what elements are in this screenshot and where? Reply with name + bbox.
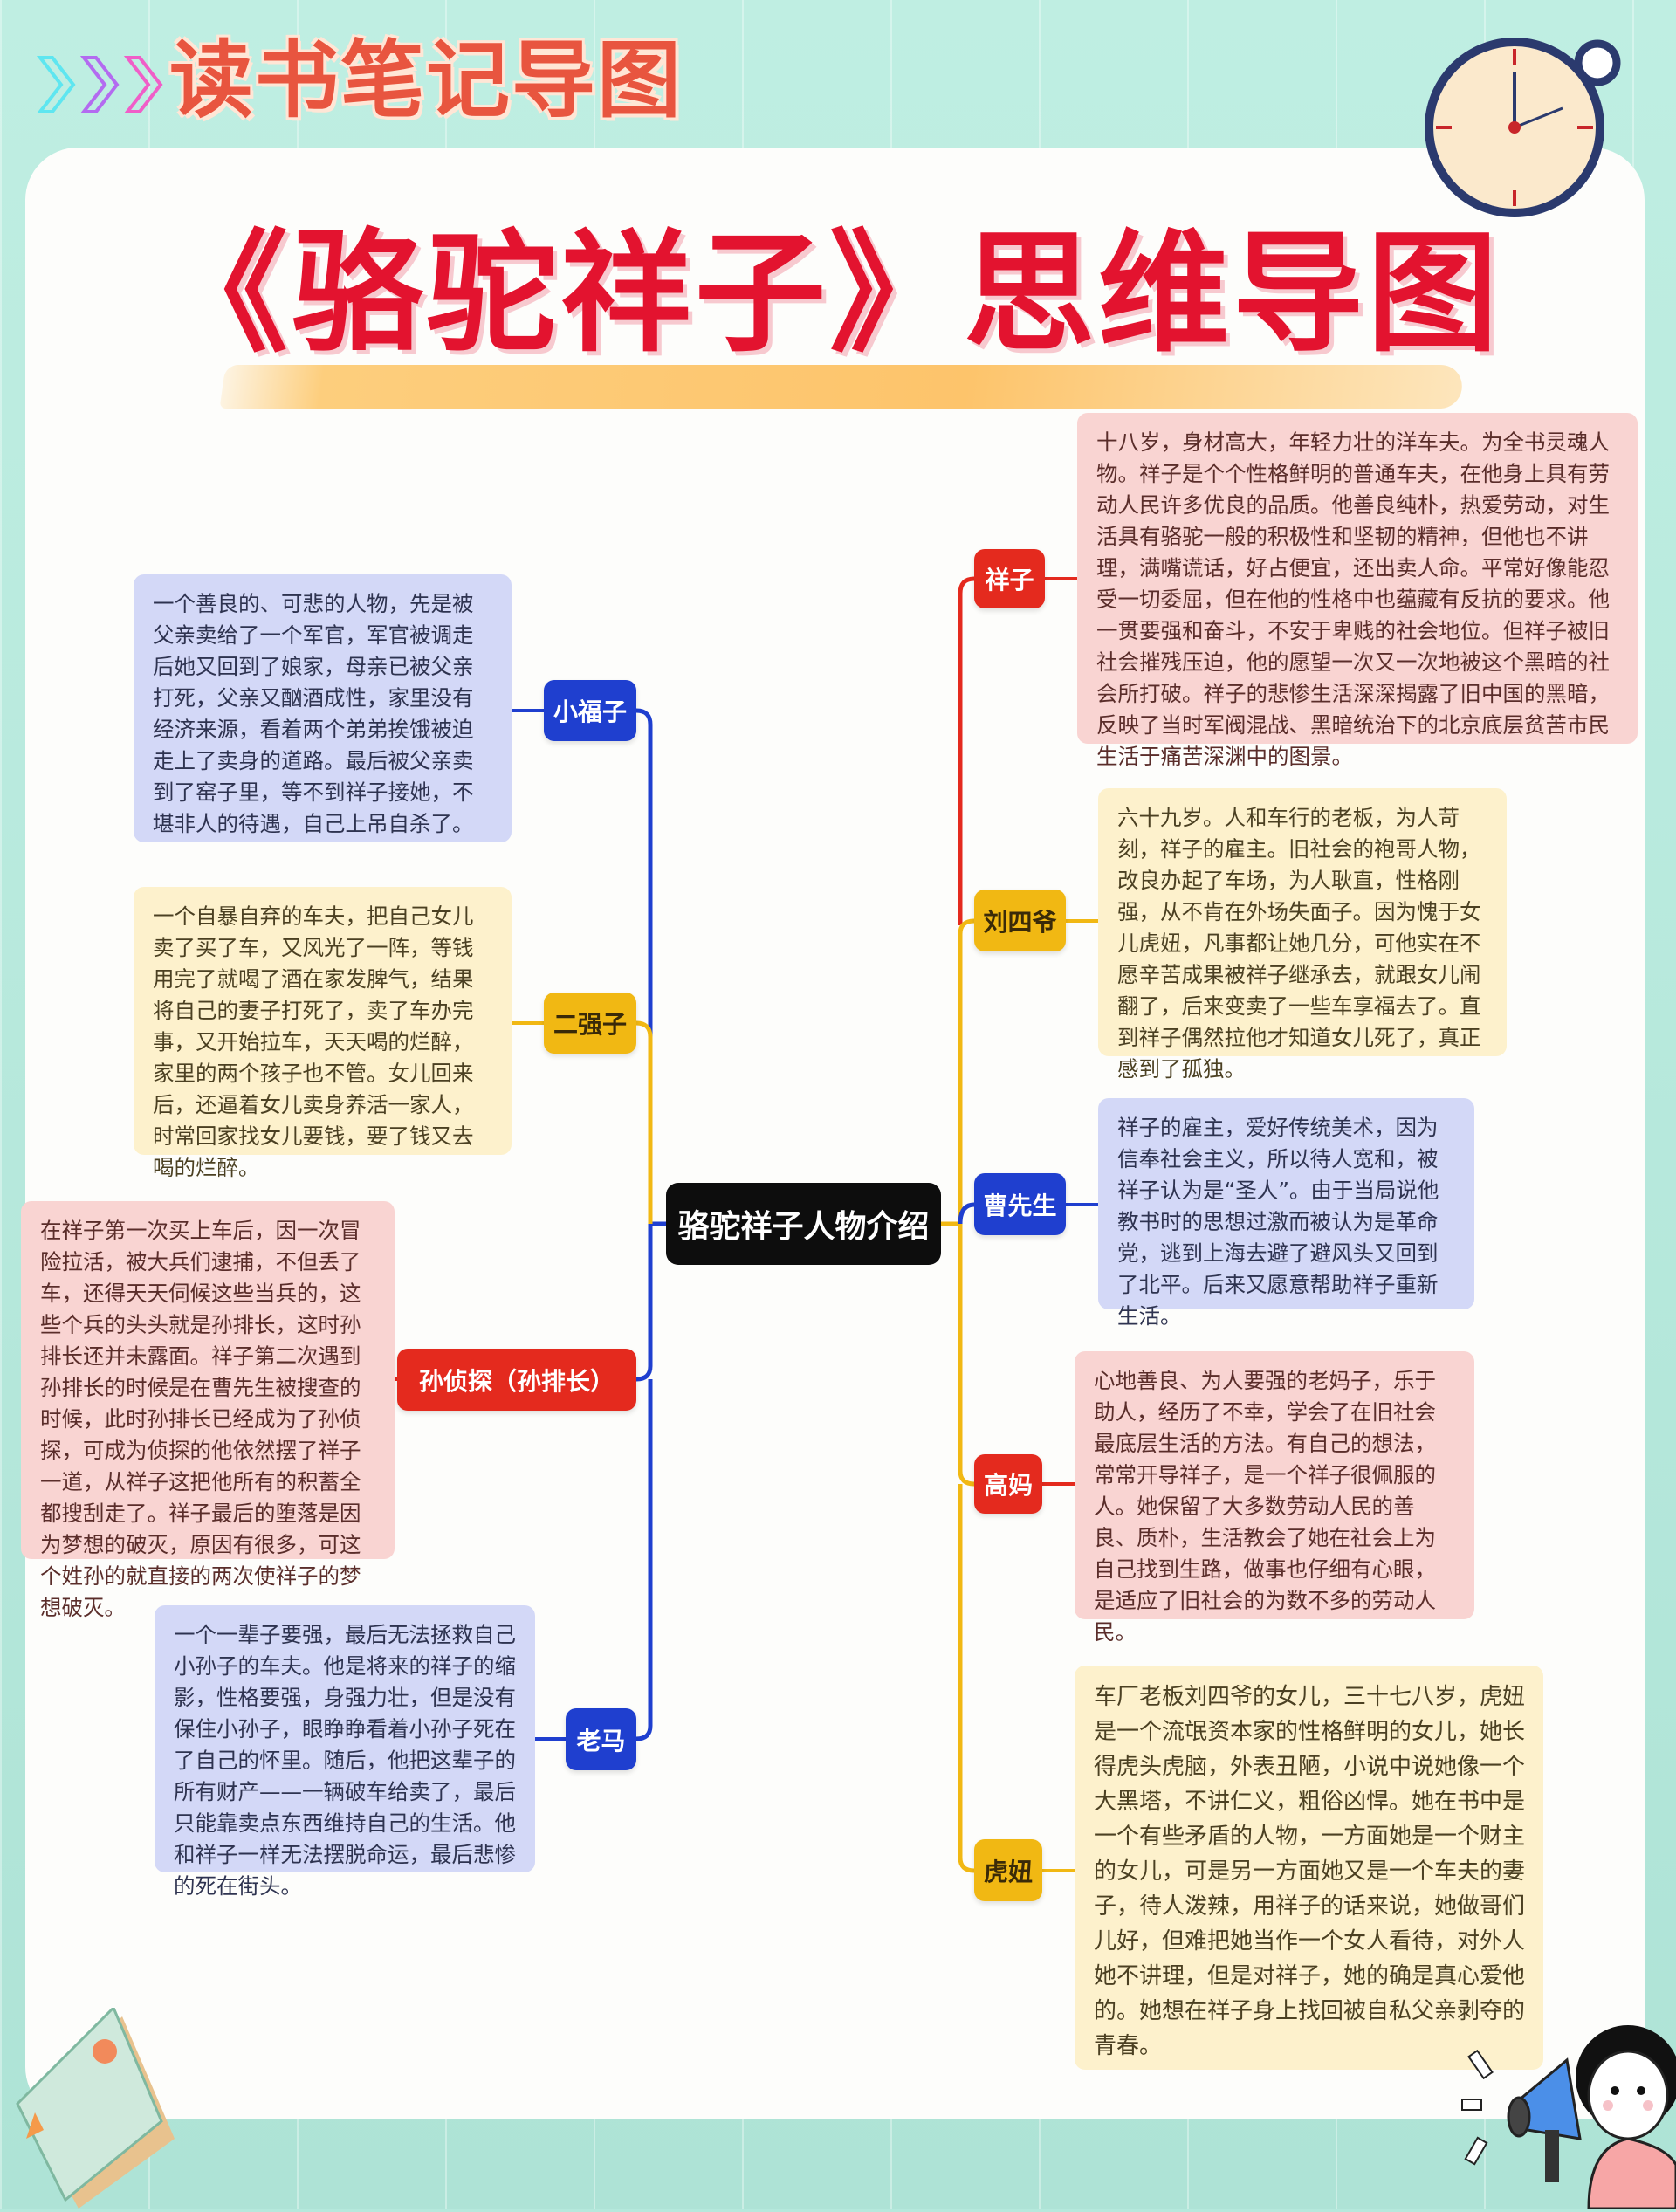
branch-node-xiangzi[interactable]: 祥子: [974, 549, 1045, 608]
description-box-laoma: 一个一辈子要强，最后无法拯救自己小孙子的车夫。他是将来的祥子的缩影，性格要强，身…: [155, 1605, 535, 1899]
branch-node-laoma[interactable]: 老马: [566, 1708, 636, 1770]
header-chevrons: [35, 54, 166, 115]
branch-node-liusiye[interactable]: 刘四爷: [974, 890, 1066, 951]
chevron-right-icon: [79, 54, 122, 115]
alarm-clock-icon: [1423, 30, 1632, 222]
branch-node-erqiangzi[interactable]: 二强子: [544, 993, 636, 1054]
branch-node-sunzhentan[interactable]: 孙侦探（孙排长）: [397, 1349, 636, 1411]
description-box-gaoma: 心地善良、为人要强的老妈子，乐于助人，经历了不幸，学会了在旧社会最底层生活的方法…: [1075, 1351, 1474, 1645]
description-box-huniu: 车厂老板刘四爷的女儿，三十七八岁，虎妞是一个流氓资本家的性格鲜明的女儿，她长得虎…: [1075, 1666, 1543, 2070]
branch-node-xiaofuzi[interactable]: 小福子: [544, 680, 636, 741]
center-node[interactable]: 骆驼祥子人物介绍: [666, 1183, 941, 1265]
description-box-erqiangzi: 一个自暴自弃的车夫，把自己女儿卖了买了车，又风光了一阵，等钱用完了就喝了酒在家发…: [134, 887, 512, 1180]
girl-with-megaphone-illustration: [1327, 1999, 1676, 2210]
branch-node-gaoma[interactable]: 高妈: [974, 1454, 1042, 1514]
chevron-right-icon: [35, 54, 79, 115]
chevron-right-icon: [122, 54, 166, 115]
description-box-xiaofuzi: 一个善良的、可悲的人物，先是被父亲卖给了一个军官，军官被调走后她又回到了娘家，母…: [134, 574, 512, 842]
description-box-liusiye: 六十九岁。人和车行的老板，为人苛刻，祥子的雇主。旧社会的袍哥人物，改良办起了车场…: [1098, 788, 1507, 1082]
branch-node-huniu[interactable]: 虎妞: [974, 1839, 1042, 1901]
header-title: 读书笔记导图: [169, 31, 683, 129]
main-title: 《骆驼祥子》思维导图: [157, 218, 1502, 370]
description-box-sunzhentan: 在祥子第一次买上车后，因一次冒险拉活，被大兵们逮捕，不但丢了车，还得天天伺候这些…: [21, 1201, 395, 1620]
branch-node-caoxiansheng[interactable]: 曹先生: [974, 1173, 1066, 1235]
description-box-xiangzi: 十八岁，身材高大，年轻力壮的洋车夫。为全书灵魂人物。祥子是个个性格鲜明的普通车夫…: [1077, 413, 1638, 769]
description-box-caoxiansheng: 祥子的雇主，爱好传统美术，因为信奉社会主义，所以待人宽和，被祥子认为是“圣人”。…: [1098, 1098, 1474, 1329]
book-icon: [9, 2005, 218, 2209]
